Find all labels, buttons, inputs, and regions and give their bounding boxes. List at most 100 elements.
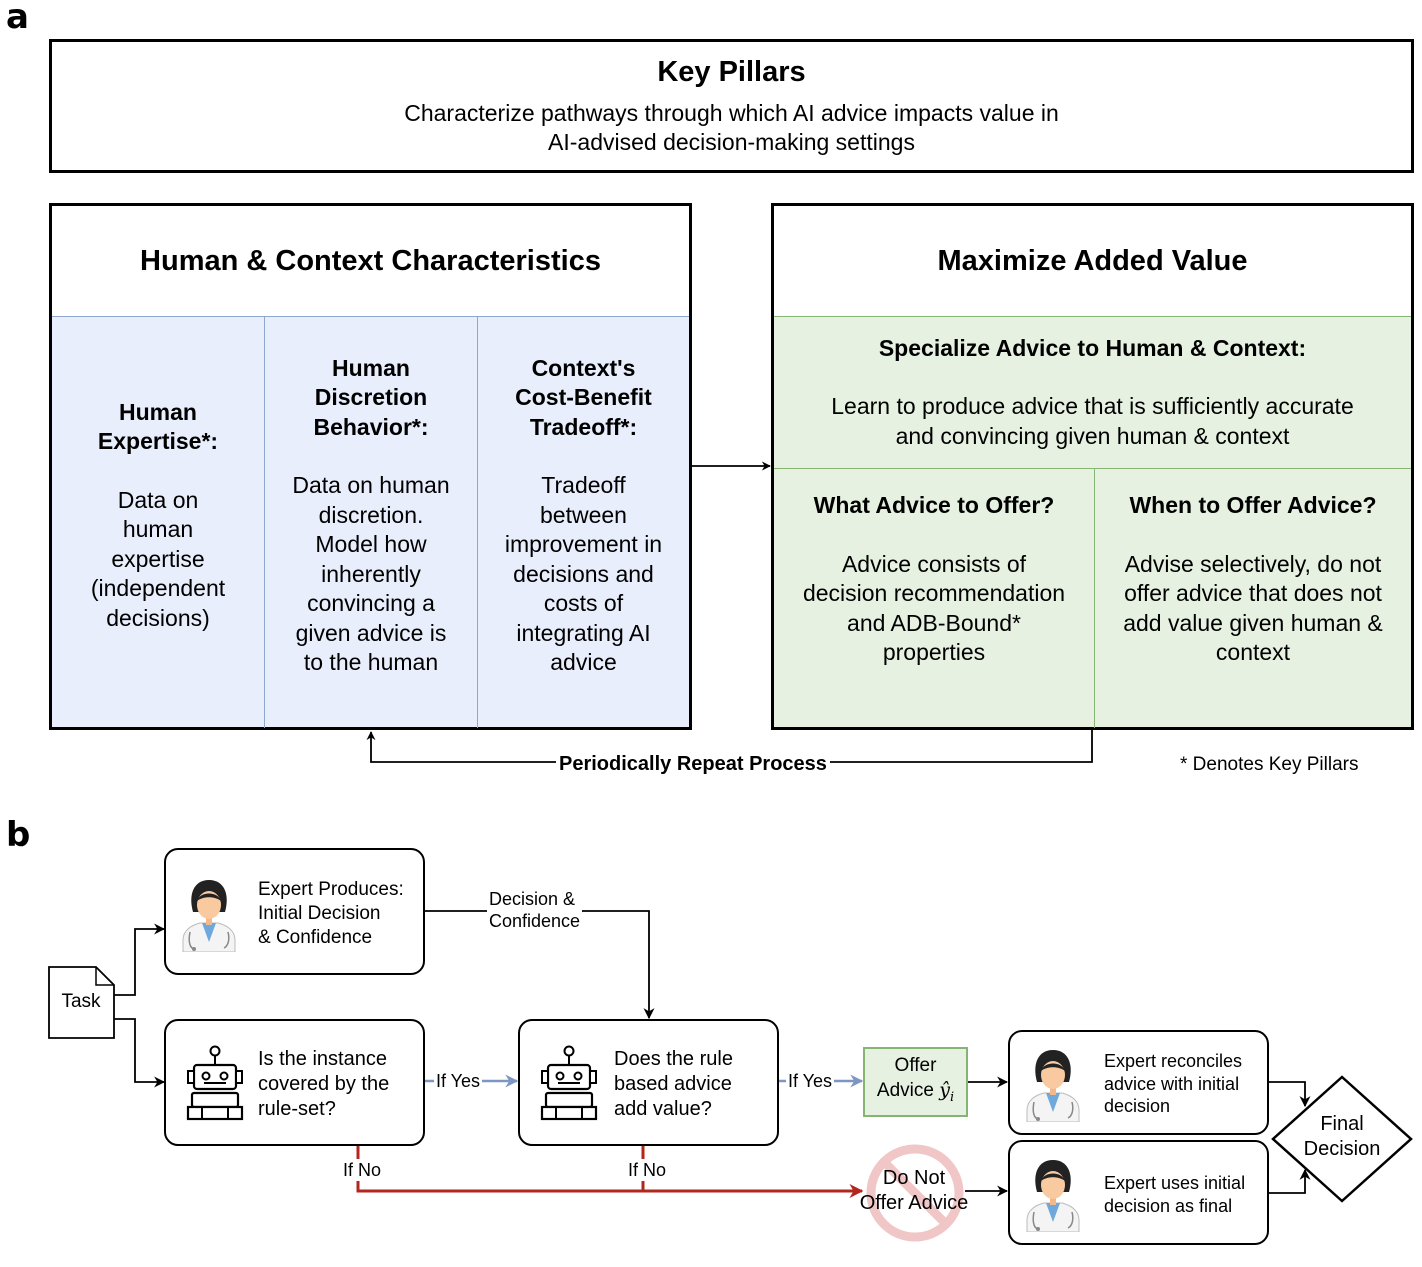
human-discretion-text: discretion. xyxy=(318,501,424,528)
expert-uses-initial-box: Expert uses initial decision as final xyxy=(1008,1140,1269,1245)
expert-reconciles-text: Expert reconciles advice with initial de… xyxy=(1104,1050,1242,1118)
rule-value-text: Does the rule based advice add value? xyxy=(614,1047,733,1122)
do-not-offer-text: Do Not Offer Advice xyxy=(846,1166,982,1216)
if-no-arrow-1 xyxy=(356,1146,864,1198)
cost-benefit-text: integrating AI xyxy=(516,619,651,646)
task-label: Task xyxy=(61,991,101,1012)
key-pillars-line-1: Characterize pathways through which AI a… xyxy=(404,99,1059,126)
do-not-offer-line: Do Not xyxy=(882,1167,946,1189)
repeat-process-label: Periodically Repeat Process xyxy=(556,752,830,776)
key-pillars-footnote: * Denotes Key Pillars xyxy=(1180,754,1359,775)
rule-value-line: based advice xyxy=(614,1073,732,1095)
cost-benefit-heading-1: Context's xyxy=(531,354,636,381)
instance-covered-line: rule-set? xyxy=(258,1098,336,1120)
expert-produces-line: & Confidence xyxy=(258,927,373,948)
what-advice-text: properties xyxy=(882,639,986,666)
expert-produces-line: Expert Produces: xyxy=(258,879,404,900)
what-advice-text: Advice consists of xyxy=(841,550,1027,577)
human-expertise-text: expertise xyxy=(111,545,205,572)
added-value-title: Maximize Added Value xyxy=(937,244,1248,277)
specialize-text: Learn to produce advice that is sufficie… xyxy=(831,393,1354,420)
human-expertise-heading-2: Expertise*: xyxy=(97,428,219,455)
human-expertise-text: Data on xyxy=(117,486,199,513)
offer-advice-line: Offer xyxy=(894,1055,937,1077)
human-expertise-text: decisions) xyxy=(106,604,210,631)
offer-advice-symbol: ŷ xyxy=(939,1079,950,1102)
cost-benefit-text: costs of xyxy=(543,590,624,616)
decision-confidence-line: Confidence xyxy=(489,911,581,931)
what-advice-text: decision recommendation xyxy=(802,580,1066,607)
when-advice-text: context xyxy=(1215,639,1291,666)
offer-advice-box: Offer Advice ŷi xyxy=(863,1047,968,1117)
human-discretion-text: given advice is xyxy=(295,619,447,646)
decision-confidence-line: Decision & xyxy=(489,889,576,909)
expert-produces-box: Expert Produces: Initial Decision & Conf… xyxy=(164,848,425,975)
human-context-title: Human & Context Characteristics xyxy=(140,244,601,277)
when-advice-text: Advise selectively, do not xyxy=(1124,550,1382,577)
expert-uses-initial-line: decision as final xyxy=(1104,1195,1233,1216)
what-advice-heading: What Advice to Offer? xyxy=(813,492,1055,519)
panel-b-label: b xyxy=(6,815,31,855)
if-yes-label-1: If Yes xyxy=(434,1070,483,1092)
cost-benefit-text: advice xyxy=(550,649,617,675)
instance-covered-line: Is the instance xyxy=(258,1048,387,1070)
doctor-icon xyxy=(1026,1160,1080,1232)
human-discretion-text: Model how xyxy=(315,531,427,557)
instance-covered-text: Is the instance covered by the rule-set? xyxy=(258,1047,389,1122)
when-advice-heading: When to Offer Advice? xyxy=(1129,492,1377,519)
doctor-icon xyxy=(1026,1050,1080,1122)
when-advice-column: When to Offer Advice? Advise selectively… xyxy=(1095,469,1411,728)
expert-uses-initial-text: Expert uses initial decision as final xyxy=(1104,1172,1245,1217)
human-discretion-text: inherently xyxy=(321,560,421,587)
instance-covered-box: Is the instance covered by the rule-set? xyxy=(164,1019,425,1146)
key-pillars-box: Key Pillars Characterize pathways throug… xyxy=(49,39,1414,173)
reconcile-to-final-arrow xyxy=(1268,1081,1311,1108)
human-discretion-column: Human Discretion Behavior*: Data on huma… xyxy=(265,317,477,728)
prohibition-icon xyxy=(866,1144,964,1242)
human-discretion-heading-1: Human xyxy=(332,354,410,381)
robot-icon xyxy=(186,1045,244,1121)
if-no-label-2: If No xyxy=(626,1159,669,1181)
column-divider xyxy=(477,317,478,728)
human-discretion-text: convincing a xyxy=(307,590,435,616)
column-divider xyxy=(1094,469,1095,728)
cost-benefit-text: Tradeoff xyxy=(541,472,626,498)
specialize-heading: Specialize Advice to Human & Context: xyxy=(878,334,1307,361)
rule-value-line: Does the rule xyxy=(614,1048,733,1070)
if-no-label-1: If No xyxy=(341,1159,384,1181)
column-divider xyxy=(264,317,265,728)
key-pillars-line-2: AI-advised decision-making settings xyxy=(548,128,915,155)
what-advice-column: What Advice to Offer? Advice consists of… xyxy=(774,469,1094,728)
final-decision-line: Final xyxy=(1320,1113,1364,1135)
human-expertise-column: Human Expertise*: Data on human expertis… xyxy=(52,317,264,728)
offer-advice-word: Advice xyxy=(876,1080,934,1102)
expert-reconciles-line: Expert reconciles xyxy=(1104,1051,1243,1071)
specialize-section: Specialize Advice to Human & Context: Le… xyxy=(774,316,1411,468)
task-to-instance-arrow xyxy=(114,1018,166,1088)
final-decision-text: Final Decision xyxy=(1270,1112,1414,1162)
rule-value-box: Does the rule based advice add value? xyxy=(518,1019,779,1146)
final-decision-diamond xyxy=(1271,1075,1413,1203)
expert-reconciles-box: Expert reconciles advice with initial de… xyxy=(1008,1030,1269,1135)
when-advice-text: add value given human & xyxy=(1123,609,1383,636)
added-value-box: Maximize Added Value Specialize Advice t… xyxy=(771,203,1414,730)
doctor-icon xyxy=(182,880,236,952)
cost-benefit-text: between xyxy=(540,501,627,528)
cost-benefit-column: Context's Cost-Benefit Tradeoff*: Tradeo… xyxy=(478,317,689,728)
instance-covered-line: covered by the xyxy=(258,1073,390,1095)
expert-uses-initial-line: Expert uses initial xyxy=(1104,1173,1246,1193)
when-advice-text: offer advice that does not xyxy=(1124,580,1382,607)
cost-benefit-text: decisions and xyxy=(513,560,654,587)
advice-columns: What Advice to Offer? Advice consists of… xyxy=(774,468,1411,728)
final-decision-line: Decision xyxy=(1303,1138,1381,1160)
human-expertise-text: human xyxy=(122,516,194,543)
task-to-expert-arrow xyxy=(114,923,166,996)
human-context-box: Human & Context Characteristics Human Ex… xyxy=(49,203,692,730)
cost-benefit-heading-2: Cost-Benefit xyxy=(515,384,652,410)
human-discretion-heading-2: Discretion xyxy=(314,384,428,410)
cost-benefit-text: improvement in xyxy=(504,531,663,557)
specialize-text: and convincing given human & context xyxy=(895,422,1290,449)
decision-confidence-label: Decision & Confidence xyxy=(487,888,583,932)
expert-reconciles-line: decision xyxy=(1104,1096,1171,1116)
human-context-columns: Human Expertise*: Data on human expertis… xyxy=(52,316,689,728)
